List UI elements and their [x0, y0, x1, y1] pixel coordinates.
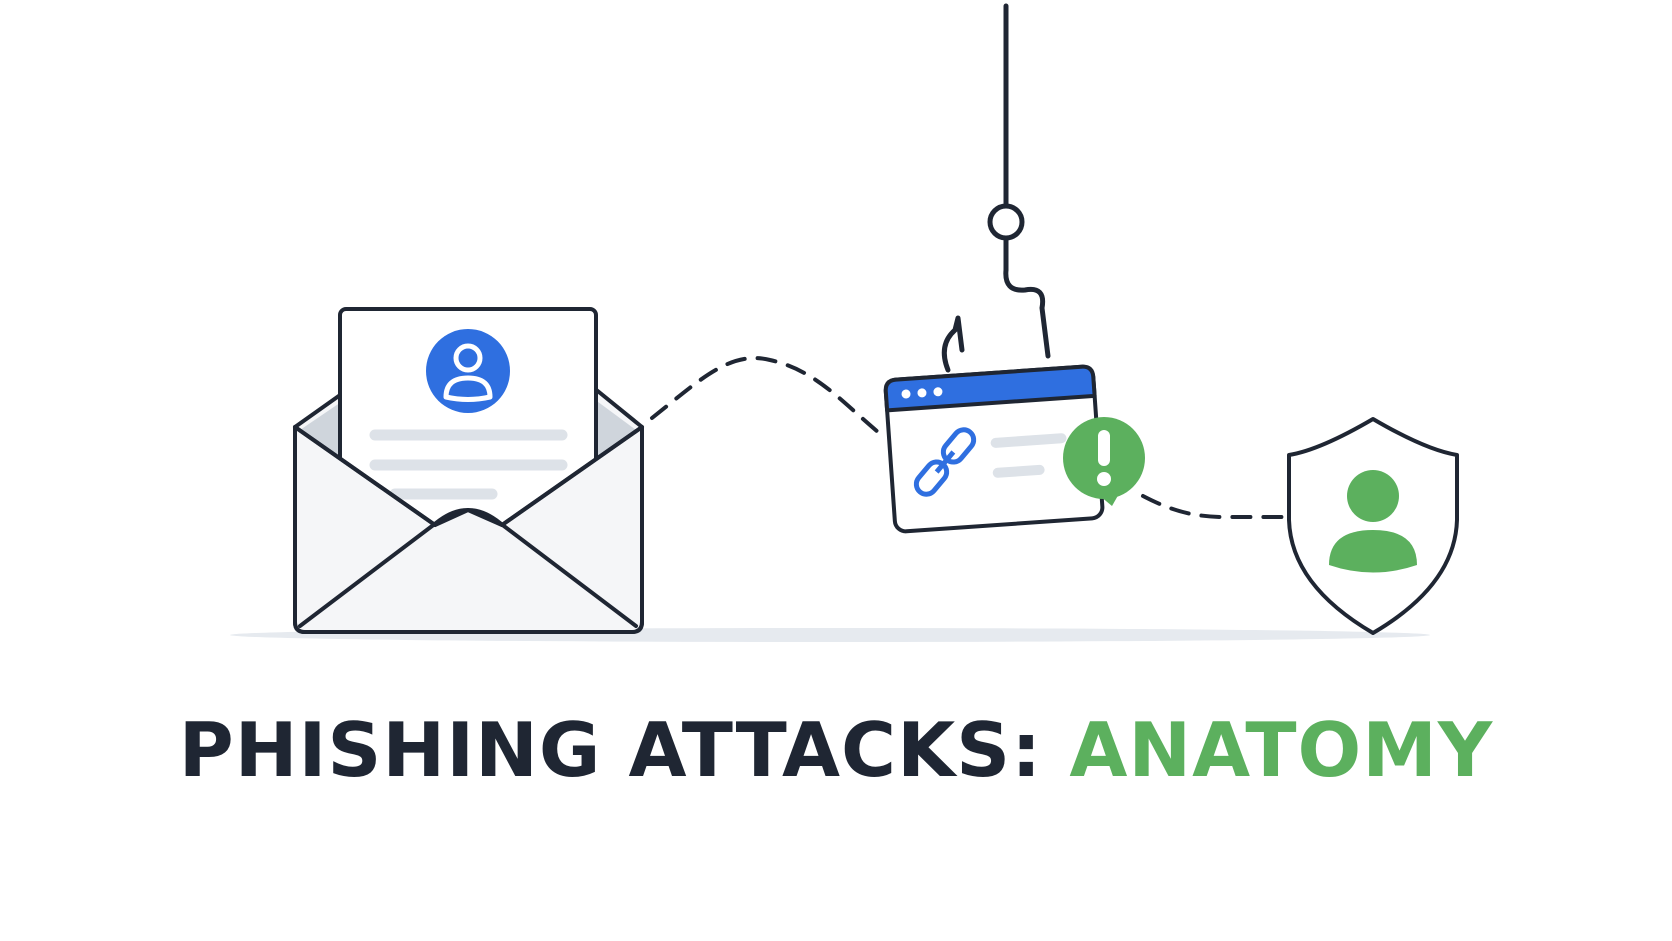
- letter-text-lines: [369, 429, 568, 500]
- fishing-hook-icon: [941, 267, 1051, 373]
- url-placeholder-lines: [990, 433, 1067, 478]
- envelope-icon: [293, 307, 644, 634]
- title-part-2: ANATOMY: [1069, 706, 1494, 794]
- browser-window-icon: [883, 364, 1105, 534]
- shield-user-icon: [1287, 417, 1459, 635]
- fishing-line: [987, 3, 1025, 273]
- attack-path-1: [650, 356, 880, 434]
- title-part-1: PHISHING ATTACKS:: [178, 706, 1070, 794]
- user-avatar-icon: [426, 329, 510, 413]
- page-title: PHISHING ATTACKS: ANATOMY: [0, 705, 1672, 795]
- exclamation-warning-icon: [1063, 417, 1145, 506]
- attack-path-2: [1141, 494, 1292, 519]
- link-icon: [913, 427, 977, 497]
